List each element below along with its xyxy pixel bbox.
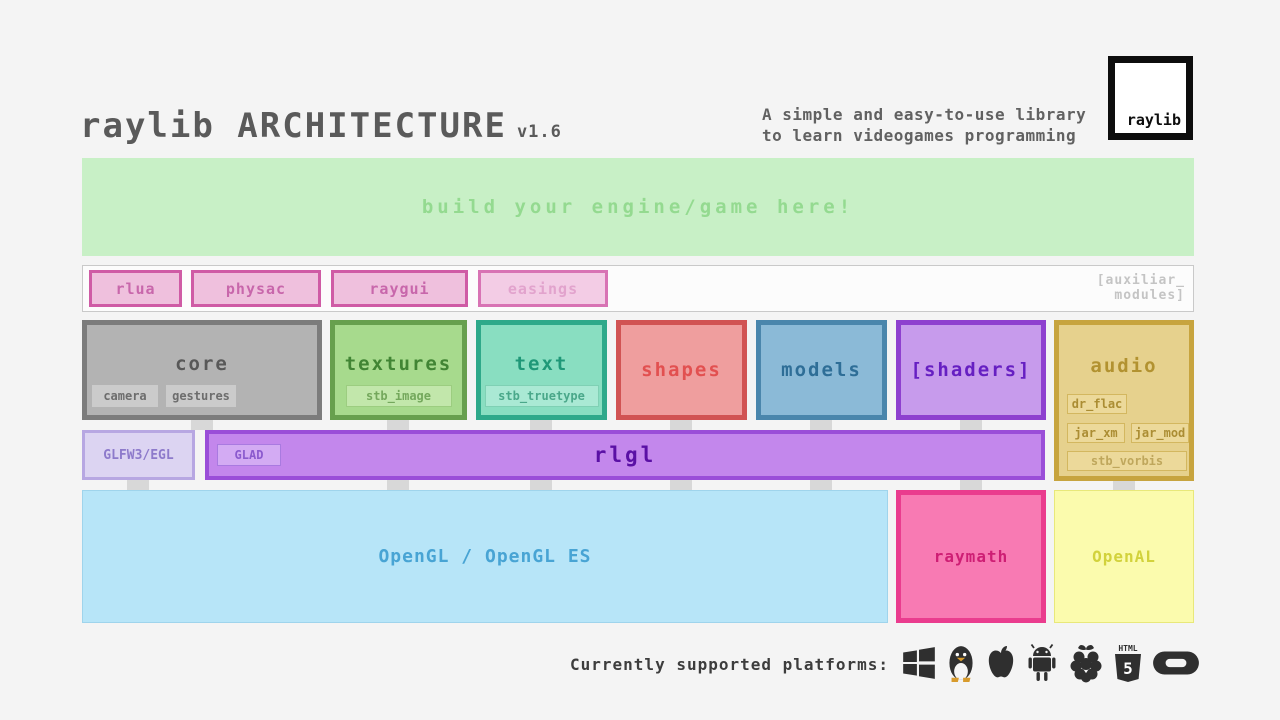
auxiliar-caption-line2: modules]	[1114, 288, 1185, 303]
module-models-label: models	[781, 359, 862, 381]
module-audio: audio dr_flac jar_xm jar_mod stb_vorbis	[1054, 320, 1194, 481]
module-shaders: [shaders]	[896, 320, 1046, 420]
tagline-line2: to learn videogames programming	[762, 126, 1077, 145]
engine-banner-label: build your engine/game here!	[421, 196, 855, 218]
connector	[960, 420, 982, 430]
badge-stb-truetype: stb_truetype	[484, 385, 599, 407]
connector	[1113, 481, 1135, 490]
version-label: v1.6	[516, 122, 562, 142]
connector	[387, 420, 409, 430]
auxiliar-caption-line1: [auxiliar_	[1096, 273, 1185, 288]
aux-module-label: raygui	[369, 279, 430, 298]
module-text: text stb_truetype	[476, 320, 607, 420]
connector	[530, 420, 552, 430]
tagline-line1: A simple and easy-to-use library	[762, 105, 1087, 124]
module-core: core camera gestures	[82, 320, 322, 420]
badge-glad: GLAD	[217, 444, 281, 466]
badge-camera: camera	[92, 385, 158, 407]
html5-icon-number: 5	[1123, 659, 1133, 678]
module-audio-label: audio	[1090, 355, 1158, 377]
page-title: raylib ARCHITECTURE v1.6	[80, 106, 562, 146]
apple-icon	[988, 646, 1014, 678]
module-glfw-label: GLFW3/EGL	[103, 447, 174, 463]
linux-icon	[949, 646, 973, 682]
module-raymath: raymath	[896, 490, 1046, 623]
aux-module-label: easings	[507, 279, 579, 298]
module-openal-label: OpenAL	[1092, 547, 1156, 566]
html5-icon-text: HTML	[1118, 644, 1137, 653]
module-rlgl-label: rlgl	[593, 443, 657, 467]
aux-module-physac: physac	[191, 270, 321, 307]
module-glfw-egl: GLFW3/EGL	[82, 430, 195, 480]
aux-module-rlua: rlua	[89, 270, 182, 307]
connector	[670, 480, 692, 490]
auxiliar-caption: [auxiliar_ modules]	[1097, 273, 1185, 303]
badge-jar-xm: jar_xm	[1067, 423, 1125, 443]
raspberrypi-icon	[1070, 645, 1102, 683]
auxiliar-modules-row: rlua physac raygui easings [auxiliar_ mo…	[82, 265, 1194, 312]
connector	[387, 480, 409, 490]
connector	[810, 420, 832, 430]
windows-icon	[903, 647, 935, 679]
raylib-logo: raylib	[1108, 56, 1193, 140]
module-openal: OpenAL	[1054, 490, 1194, 623]
aux-module-raygui: raygui	[331, 270, 468, 307]
badge-stb-image: stb_image	[345, 385, 452, 407]
module-raymath-label: raymath	[933, 547, 1009, 566]
badge-dr-flac: dr_flac	[1067, 394, 1127, 414]
aux-module-easings: easings	[478, 270, 608, 307]
module-shapes-label: shapes	[641, 359, 722, 381]
badge-jar-mod: jar_mod	[1131, 423, 1189, 443]
module-shaders-label: [shaders]	[910, 359, 1032, 381]
module-opengl-label: OpenGL / OpenGL ES	[378, 546, 592, 567]
module-models: models	[756, 320, 887, 420]
module-rlgl: rlgl GLAD	[205, 430, 1045, 480]
connector	[530, 480, 552, 490]
badge-stb-vorbis: stb_vorbis	[1067, 451, 1187, 471]
raylib-logo-text: raylib	[1126, 111, 1181, 129]
android-icon	[1028, 644, 1056, 681]
module-opengl: OpenGL / OpenGL ES	[82, 490, 888, 623]
connector	[191, 420, 213, 430]
module-textures: textures stb_image	[330, 320, 467, 420]
module-shapes: shapes	[616, 320, 747, 420]
connector	[810, 480, 832, 490]
tagline: A simple and easy-to-use library to lear…	[762, 104, 1086, 146]
title-text: raylib ARCHITECTURE	[80, 106, 507, 146]
aux-module-label: rlua	[115, 279, 156, 298]
connector	[670, 420, 692, 430]
platform-icons: HTML 5	[899, 641, 1201, 685]
badge-gestures: gestures	[166, 385, 236, 407]
oculus-icon	[1153, 651, 1199, 675]
html5-icon: HTML 5	[1115, 644, 1141, 682]
aux-module-label: physac	[225, 279, 287, 298]
module-textures-label: textures	[344, 353, 453, 375]
platforms-label: Currently supported platforms:	[570, 655, 889, 674]
connector	[960, 480, 982, 490]
module-text-label: text	[514, 353, 569, 375]
engine-banner: build your engine/game here!	[82, 158, 1194, 256]
module-core-label: core	[175, 353, 229, 375]
connector	[127, 480, 149, 490]
